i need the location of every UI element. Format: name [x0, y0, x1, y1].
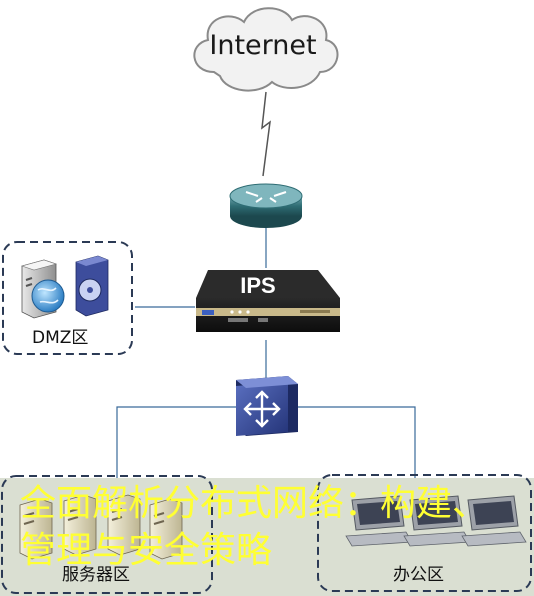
- server-tower-icon: [19, 498, 53, 560]
- server-zone-label: 服务器区: [62, 565, 130, 585]
- office-zone-label: 办公区: [393, 565, 444, 585]
- cloud-icon: [193, 7, 339, 92]
- desktop-pc-icon: [345, 495, 413, 547]
- layer3-switch-icon: [236, 376, 298, 436]
- network-links: [116, 228, 416, 478]
- desktop-pc-group: [345, 495, 527, 547]
- ips-label: IPS: [240, 273, 276, 298]
- internet-label: Internet: [209, 30, 317, 61]
- ips-appliance-icon: [196, 270, 340, 332]
- wan-link-bolt: [261, 91, 271, 177]
- desktop-pc-icon: [403, 495, 471, 547]
- overlay-title: 全面解析分布式网络：构建、管理与安全策略: [20, 483, 489, 571]
- server-tower-icon: [107, 494, 141, 556]
- server-tower-icon: [149, 498, 183, 560]
- media-server-icon: [75, 255, 109, 317]
- dmz-zone-label: DMZ区: [32, 328, 89, 348]
- desktop-pc-icon: [461, 495, 527, 547]
- office-zone-boundary: [317, 474, 532, 592]
- web-server-icon: [20, 259, 65, 319]
- server-tower-icon: [63, 494, 97, 556]
- server-rack-group: [19, 494, 183, 560]
- router-icon: [229, 183, 303, 228]
- server-zone-boundary: [1, 475, 213, 594]
